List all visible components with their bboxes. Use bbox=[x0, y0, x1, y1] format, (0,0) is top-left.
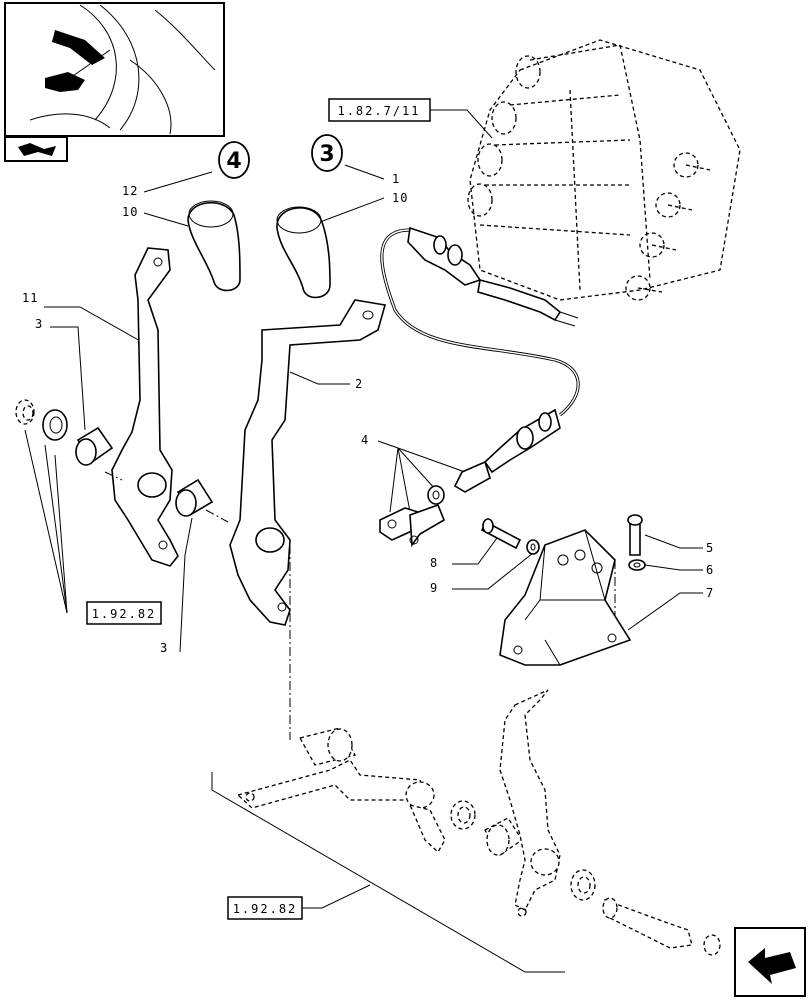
circled-number-4: 4 bbox=[218, 141, 250, 179]
nut-4 bbox=[427, 485, 445, 505]
callout-3-bottom: 3 bbox=[160, 641, 168, 655]
callout-2: 2 bbox=[355, 377, 363, 391]
lever-2 bbox=[229, 299, 387, 626]
lever-11 bbox=[111, 247, 179, 567]
callout-10-right: 10 bbox=[392, 191, 408, 205]
bushing-3-top bbox=[75, 426, 114, 466]
reference-box-left[interactable]: 1.92.82 bbox=[86, 601, 162, 625]
callout-4: 4 bbox=[361, 433, 369, 447]
knob-left bbox=[187, 200, 241, 292]
washer-9 bbox=[526, 539, 540, 555]
reference-box-bottom[interactable]: 1.92.82 bbox=[227, 896, 303, 920]
callout-5: 5 bbox=[706, 541, 714, 555]
lower-linkage-dashed bbox=[236, 689, 721, 956]
callout-1: 1 bbox=[392, 172, 400, 186]
circled-4-text: 4 bbox=[226, 149, 241, 174]
reference-left-text: 1.92.82 bbox=[92, 607, 157, 621]
circled-number-3: 3 bbox=[311, 134, 343, 172]
washer-6 bbox=[628, 559, 646, 571]
control-valve-dashed bbox=[467, 39, 741, 301]
reference-valve-text: 1.82.7/11 bbox=[337, 104, 420, 118]
reference-bottom-text: 1.92.82 bbox=[233, 902, 298, 916]
callout-7: 7 bbox=[706, 586, 714, 600]
bolt-8 bbox=[480, 518, 522, 550]
knob-right bbox=[276, 206, 331, 299]
callout-8: 8 bbox=[430, 556, 438, 570]
callout-9: 9 bbox=[430, 581, 438, 595]
bolt-5 bbox=[627, 514, 643, 556]
circlip-left bbox=[15, 399, 35, 425]
bushing-3-bottom bbox=[175, 478, 214, 517]
callout-10-left: 10 bbox=[122, 205, 138, 219]
bracket-7 bbox=[499, 529, 632, 666]
callout-6: 6 bbox=[706, 563, 714, 577]
washer-left bbox=[42, 409, 68, 441]
clevis-4 bbox=[379, 503, 445, 548]
callout-11: 11 bbox=[22, 291, 38, 305]
control-cable bbox=[380, 226, 580, 493]
book-icon[interactable] bbox=[4, 136, 68, 162]
circled-3-text: 3 bbox=[319, 142, 334, 167]
tractor-cab-thumbnail-icon[interactable] bbox=[4, 2, 225, 137]
reference-box-valve[interactable]: 1.82.7/11 bbox=[328, 98, 431, 122]
callout-3-top: 3 bbox=[35, 317, 43, 331]
callout-12: 12 bbox=[122, 184, 138, 198]
next-page-arrow-icon[interactable] bbox=[734, 927, 806, 997]
leader-lines bbox=[24, 109, 703, 973]
